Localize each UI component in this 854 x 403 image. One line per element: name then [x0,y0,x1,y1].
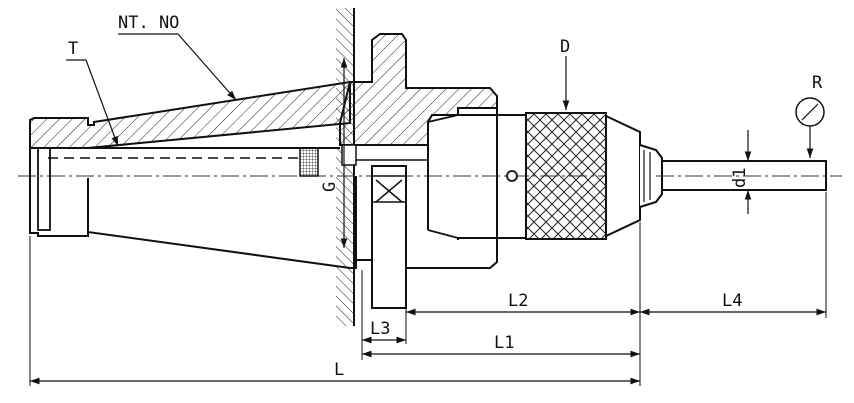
chuck-body [427,108,527,262]
dimension-l1: L1 [362,333,640,358]
label-d1: d1 [730,168,750,188]
label-l4: L4 [722,291,742,311]
dimension-l4: L4 [640,291,826,316]
dimension-l: L [30,360,640,385]
label-t: T [68,39,78,59]
runout-indicator: R [795,73,825,158]
label-l3: L3 [370,319,390,339]
dimension-l3: L3 [362,319,406,344]
extension-lines [29,192,827,386]
label-d: D [560,37,570,57]
spindle-wall [336,8,355,326]
label-g: G [320,182,340,192]
flange-lower [356,165,498,309]
dimension-d1: d1 [730,130,762,214]
chuck-nose [605,114,663,238]
leader-t: T [66,39,119,147]
label-l: L [334,360,344,380]
inner-bore [40,144,428,177]
taper-section-upper [29,33,498,149]
dimension-l2: L2 [406,291,640,316]
label-r: R [812,73,823,93]
label-l2: L2 [508,291,528,311]
taper-body-lower [29,147,357,269]
label-l1: L1 [494,333,514,353]
leader-d: D [560,37,570,110]
knurled-sleeve [525,112,607,240]
leader-nt-no: NT. NO [118,13,237,101]
label-nt-no: NT. NO [118,13,179,33]
dimension-g: G [320,57,348,248]
